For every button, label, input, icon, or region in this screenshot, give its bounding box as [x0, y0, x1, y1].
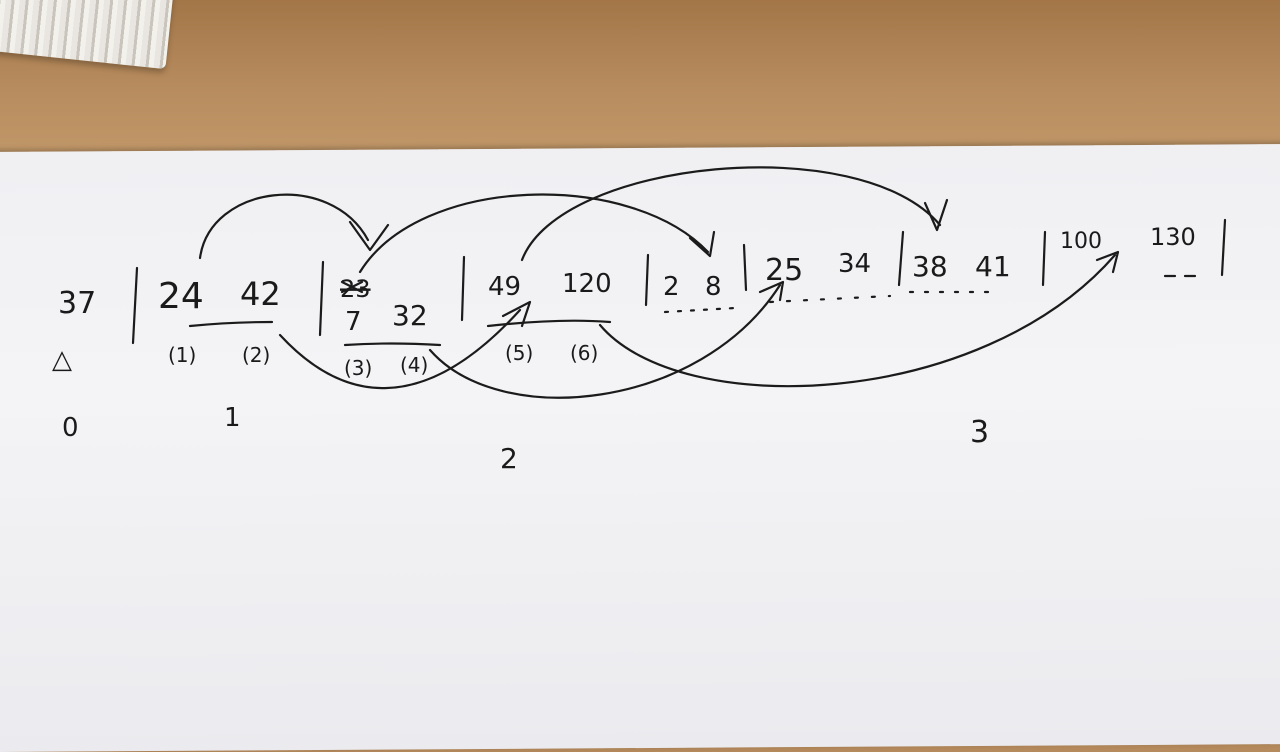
block-dividers	[131, 218, 1227, 345]
block2-value-b: 32	[392, 299, 428, 332]
block3-value-a: 49	[488, 272, 521, 302]
upper-arrows	[198, 166, 949, 274]
level-3-label: 3	[970, 415, 989, 450]
block3-index-a: (5)	[505, 341, 533, 365]
block4-value-b: 8	[705, 272, 722, 302]
level-0-label: 0	[62, 413, 79, 443]
search-key: 37	[58, 286, 96, 321]
handwritten-diagram: 37 △ 0 1 2 3 24 42 (1) (2) 23 7 32 (3) (…	[52, 166, 1227, 475]
block3-value-b: 120	[562, 269, 612, 299]
lower-arrows	[278, 250, 1120, 399]
block2-index-b: (4)	[400, 353, 428, 377]
desk-background	[0, 0, 1280, 170]
level-2-label: 2	[500, 442, 518, 475]
block2-value-a: 7	[345, 307, 362, 337]
block1-value-a: 24	[158, 276, 204, 317]
block2-index-a: (3)	[344, 356, 372, 380]
block7-value-b: 130	[1150, 223, 1196, 251]
block1-value-b: 42	[240, 275, 281, 313]
block3-index-b: (6)	[570, 341, 598, 365]
block4-value-a: 2	[663, 272, 680, 302]
block5-value-b: 34	[838, 249, 871, 279]
block5-value-a: 25	[765, 253, 803, 288]
block6-value-a: 38	[912, 250, 948, 283]
block7-value-a: 100	[1060, 229, 1102, 254]
level-1-label: 1	[224, 403, 241, 433]
block1-index-a: (1)	[168, 343, 196, 367]
block1-index-b: (2)	[242, 343, 270, 367]
block6-value-b: 41	[975, 250, 1011, 283]
key-marker-icon: △	[52, 345, 72, 375]
